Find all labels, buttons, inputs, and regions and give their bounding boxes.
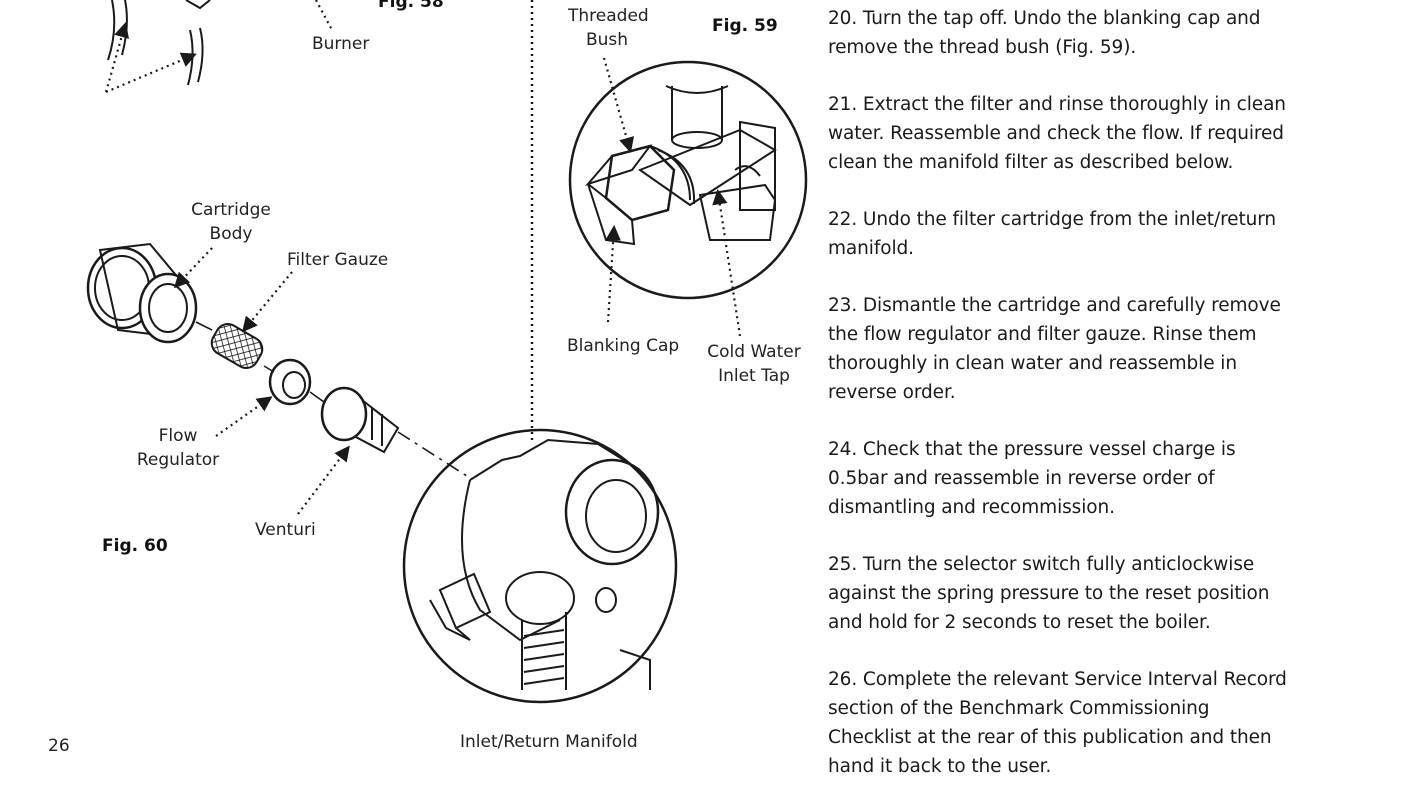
illustrations [86, 0, 808, 704]
step-24: 24. Check that the pressure vessel charg… [828, 439, 1236, 518]
label-threaded-bush: Threaded Bush [568, 4, 649, 52]
label-flow-line1: Flow [158, 426, 198, 446]
label-threaded-bush-line2: Bush [585, 30, 629, 50]
step-20: 20. Turn the tap off. Undo the blanking … [828, 8, 1261, 58]
fig58-leader-lines [104, 0, 333, 94]
fig60-axis-lines [195, 321, 471, 479]
fig60-flow-regulator [268, 358, 312, 406]
label-venturi: Venturi [255, 520, 316, 540]
instruction-steps: 20. Turn the tap off. Undo the blanking … [828, 4, 1298, 809]
fig58-caption: Fig. 58 [378, 0, 444, 12]
page-number: 26 [48, 736, 70, 756]
fig60-cartridge-body [86, 242, 198, 344]
label-cold-water-line2: Inlet Tap [718, 366, 790, 386]
fig58-burner-drawing [107, 0, 211, 86]
label-burner: Burner [312, 34, 370, 54]
label-flow-regulator: Flow Regulator [136, 424, 220, 472]
label-cold-water-line1: Cold Water [707, 342, 801, 362]
fig60-caption: Fig. 60 [102, 536, 168, 556]
fig59-caption: Fig. 59 [712, 16, 778, 36]
label-threaded-bush-line1: Threaded [568, 6, 649, 26]
fig60-manifold [402, 428, 678, 704]
step-23: 23. Dismantle the cartridge and carefull… [828, 295, 1281, 403]
label-filter-gauze: Filter Gauze [287, 250, 389, 270]
label-blanking-cap: Blanking Cap [567, 336, 680, 356]
fig60-filter-gauze [210, 323, 264, 369]
label-cartridge-line1: Cartridge [191, 200, 271, 220]
fig59-drawing [568, 60, 808, 300]
step-22: 22. Undo the filter cartridge from the i… [828, 209, 1277, 259]
label-cartridge-line2: Body [209, 224, 253, 244]
fig60-venturi [320, 386, 400, 454]
label-cartridge-body: Cartridge Body [190, 198, 272, 246]
step-21: 21. Extract the filter and rinse thoroug… [828, 94, 1286, 173]
label-inlet-return-manifold: Inlet/Return Manifold [460, 732, 638, 752]
step-26: 26. Complete the relevant Service Interv… [828, 669, 1287, 777]
step-25: 25. Turn the selector switch fully antic… [828, 554, 1270, 633]
label-flow-line2: Regulator [136, 450, 220, 470]
label-cold-water-inlet-tap: Cold Water Inlet Tap [706, 340, 802, 388]
fig60-leader-lines [173, 247, 350, 515]
fig59-leader-lines [602, 57, 742, 337]
